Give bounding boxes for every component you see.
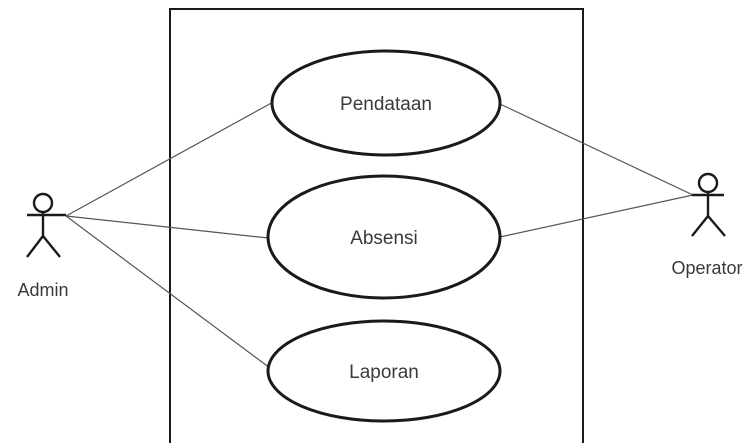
association-operator-absensi <box>499 194 694 238</box>
actor-operator-right-leg <box>707 215 726 237</box>
actor-operator-left-leg <box>691 215 709 237</box>
use-case-laporan: Laporan <box>266 319 502 423</box>
actor-admin-right-leg <box>42 235 61 258</box>
association-admin-pendataan <box>65 100 276 217</box>
actor-admin-head <box>32 192 54 214</box>
actor-operator-head <box>697 172 719 194</box>
association-admin-laporan <box>65 215 271 369</box>
association-admin-absensi <box>65 215 269 239</box>
use-case-pendataan-ellipse <box>270 49 502 157</box>
use-case-absensi-ellipse <box>266 174 502 300</box>
use-case-pendataan-label: Pendataan <box>340 94 432 115</box>
actor-admin-left-leg <box>26 235 44 258</box>
use-case-laporan-label: Laporan <box>349 362 419 383</box>
use-case-absensi: Absensi <box>266 174 502 300</box>
use-case-laporan-ellipse <box>266 319 502 423</box>
use-case-absensi-label: Absensi <box>350 228 418 249</box>
association-operator-pendataan <box>499 103 694 196</box>
actor-operator-label: Operator <box>671 258 742 278</box>
actor-admin <box>26 192 66 258</box>
operator-associations <box>499 103 694 238</box>
admin-associations <box>65 100 276 369</box>
actor-admin-label: Admin <box>17 280 68 300</box>
system-boundary <box>169 8 584 443</box>
use-case-pendataan: Pendataan <box>270 49 502 157</box>
actor-operator <box>691 172 726 237</box>
